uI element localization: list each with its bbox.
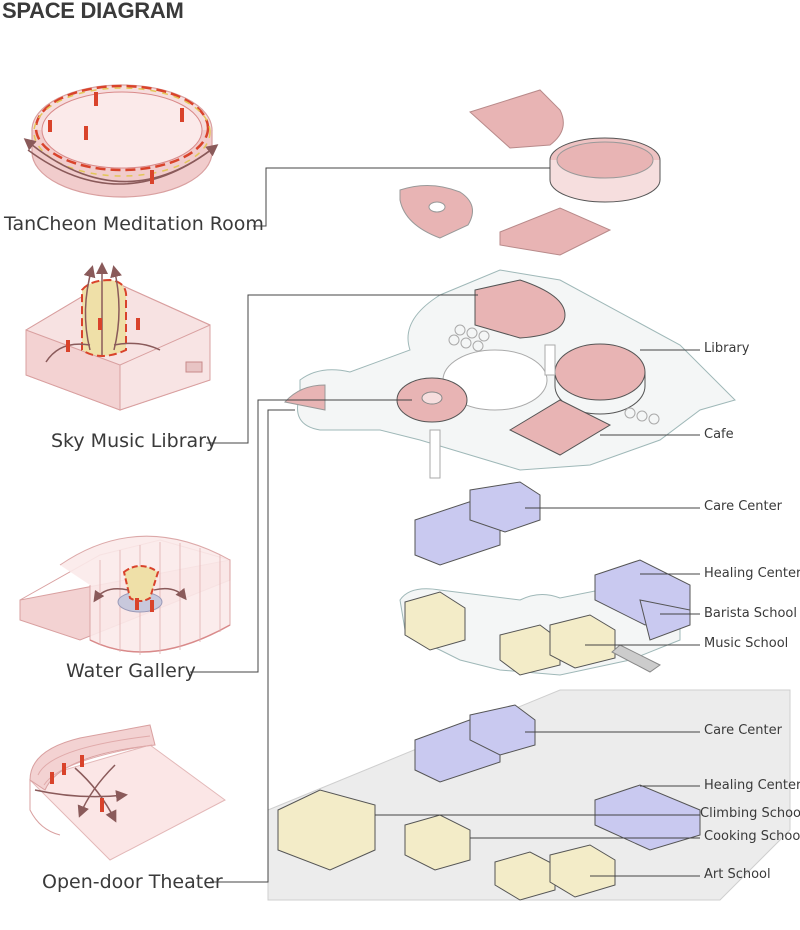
label-meditation-room: TanCheon Meditation Room [4,213,264,235]
label-open-door-theater: Open-door Theater [42,871,223,893]
open-door-theater-icon [29,724,226,861]
label-care-center-g: Care Center [704,723,782,738]
label-sky-music-library: Sky Music Library [51,430,218,452]
sky-music-library-icon [25,262,211,411]
label-water-gallery: Water Gallery [66,660,196,682]
label-library: Library [704,341,750,356]
page-title: SPACE DIAGRAM [2,0,184,23]
label-climbing-school: Climbing School [700,806,800,821]
roof-level [399,89,661,256]
ground-level [267,689,791,901]
label-cafe: Cafe [704,427,734,442]
label-cooking-school: Cooking School [704,829,800,844]
label-care-center-l1: Care Center [704,499,782,514]
water-gallery-icon [19,535,231,655]
leader-lines [190,167,700,883]
label-art-school: Art School [704,867,771,882]
label-music-school: Music School [704,636,789,651]
meditation-room-icon [23,84,219,198]
label-barista-school: Barista School [704,606,797,621]
label-healing-center-l1: Healing Center [704,566,800,581]
level-1 [399,481,691,676]
level-2 [284,269,736,479]
label-healing-center-g: Healing Center [704,778,800,793]
